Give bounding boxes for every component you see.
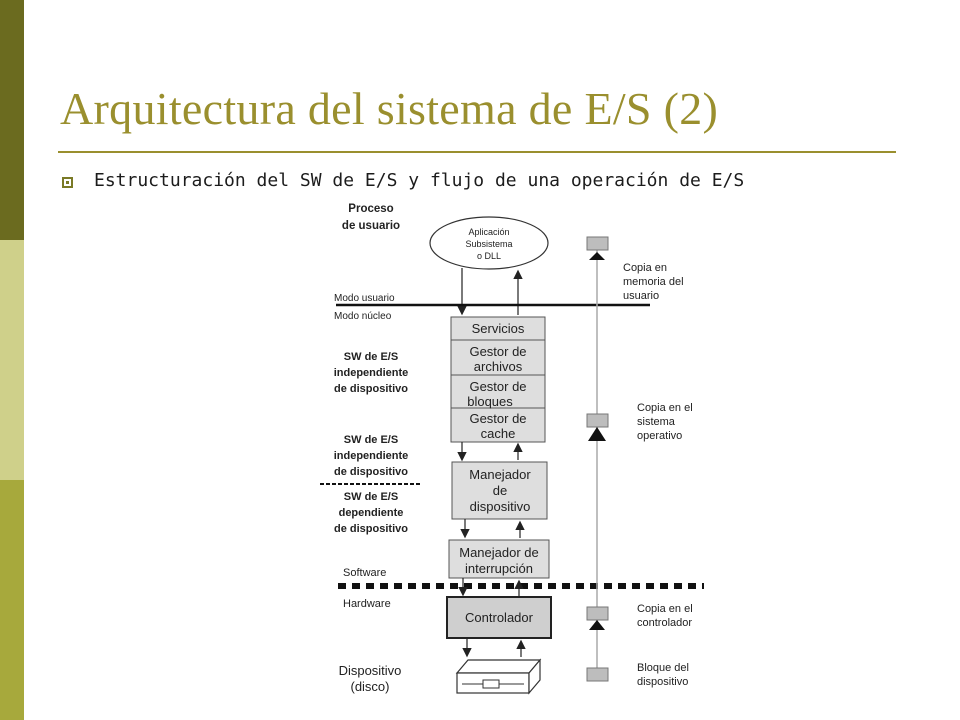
bloque-dispositivo-line2: dispositivo <box>637 676 688 688</box>
copia-usuario-line2: memoria del <box>623 276 684 288</box>
gestor-bloques-line2: bloques <box>467 394 513 409</box>
application-ellipse <box>429 216 549 270</box>
copia-usuario-line3: usuario <box>623 290 659 302</box>
controlador-box <box>446 596 552 639</box>
servicios-box: Servicios <box>472 321 525 336</box>
software-label: Software <box>343 567 386 579</box>
sw-indep2-line3: de dispositivo <box>334 466 408 478</box>
proceso-label-line2: de usuario <box>342 220 400 232</box>
sw-indep1-line1: SW de E/S <box>344 351 398 363</box>
gestor-archivos-line1: Gestor de <box>469 344 526 359</box>
copia-controlador-line1: Copia en el <box>637 603 693 615</box>
copy-controller-block <box>586 606 609 621</box>
title-underline <box>58 151 896 153</box>
copia-sistema-line1: Copia en el <box>637 402 693 414</box>
dispositivo-line1: Dispositivo <box>339 663 402 678</box>
sw-dep-line3: de dispositivo <box>334 523 408 535</box>
gestor-cache-line2: cache <box>481 426 516 441</box>
proceso-label-line1: Proceso <box>348 203 393 215</box>
copy-os-block <box>586 413 609 428</box>
app-line3: o DLL <box>477 251 501 261</box>
bullet-text: Estructuración del SW de E/S y flujo de … <box>94 170 745 191</box>
copy-os-arrow-icon <box>588 427 606 441</box>
sidebar-band-middle <box>0 240 24 480</box>
sw-indep1-line2: independiente <box>334 367 409 379</box>
app-line2: Subsistema <box>465 239 512 249</box>
modo-nucleo-label: Modo núcleo <box>334 311 392 322</box>
sidebar-band-bottom <box>0 480 24 720</box>
bullet-square-icon <box>62 177 73 188</box>
kernel-stack-box <box>450 316 546 443</box>
disk-icon <box>455 658 542 695</box>
sw-indep2-line2: independiente <box>334 450 409 462</box>
manejador-interrupcion-line1: Manejador de <box>459 545 539 560</box>
copia-usuario-line1: Copia en <box>623 262 667 274</box>
sw-indep1-line3: de dispositivo <box>334 383 408 395</box>
sw-dep-line1: SW de E/S <box>344 491 398 503</box>
manejador-dispositivo-line1: Manejador <box>469 467 531 482</box>
manejador-interrupcion-box <box>448 539 550 579</box>
copia-sistema-line3: operativo <box>637 430 682 442</box>
manejador-interrupcion-line2: interrupción <box>465 561 533 576</box>
controlador-label: Controlador <box>465 610 534 625</box>
gestor-bloques-line1: Gestor de <box>469 379 526 394</box>
sw-dep-line2: dependiente <box>339 507 404 519</box>
slide-title: Arquitectura del sistema de E/S (2) <box>60 83 719 134</box>
bloque-dispositivo-line1: Bloque del <box>637 662 689 674</box>
copy-user-block <box>586 236 609 251</box>
copy-controller-arrow-icon <box>589 620 605 630</box>
copy-user-arrow-icon <box>589 252 605 260</box>
copia-controlador-line2: controlador <box>637 617 692 629</box>
device-block <box>586 667 609 682</box>
app-line1: Aplicación <box>468 227 509 237</box>
gestor-archivos-line2: archivos <box>474 359 523 374</box>
copia-sistema-line2: sistema <box>637 416 676 428</box>
modo-usuario-label: Modo usuario <box>334 293 395 304</box>
sidebar-band-top <box>0 0 24 240</box>
sw-indep2-line1: SW de E/S <box>344 434 398 446</box>
dispositivo-line2: (disco) <box>350 679 389 694</box>
gestor-cache-line1: Gestor de <box>469 411 526 426</box>
manejador-dispositivo-line2: de <box>493 483 507 498</box>
hardware-label: Hardware <box>343 598 391 610</box>
manejador-dispositivo-line3: dispositivo <box>470 499 531 514</box>
manejador-dispositivo-box <box>451 461 548 520</box>
